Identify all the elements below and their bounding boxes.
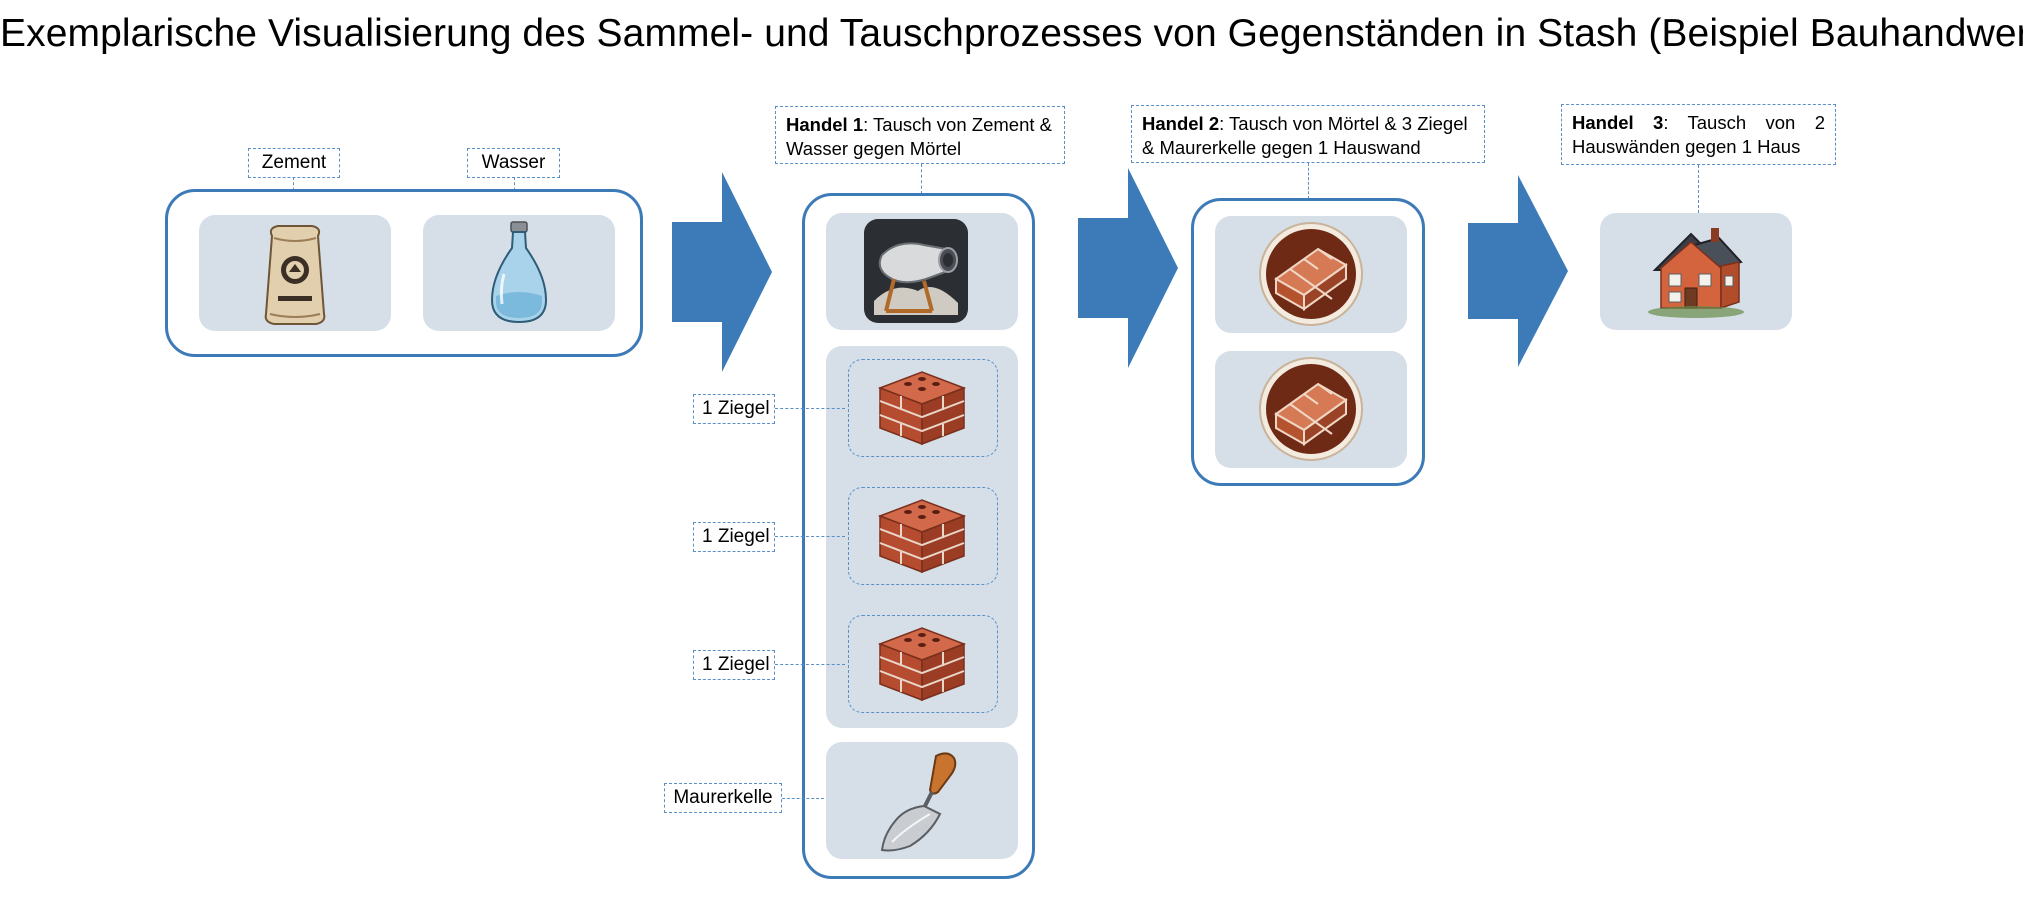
connector-maurerkelle [782,798,824,799]
label-ziegel-2: 1 Ziegel [693,522,775,552]
trowel-icon [880,752,957,852]
label-zement: Zement [248,148,340,178]
tile-zement [199,215,391,331]
trade-2-name: Handel 2 [1142,113,1220,134]
trade-1-box: Handel 1: Tausch von Zement & Wasser geg… [775,106,1065,164]
trade-2-text: : Tausch von Mörtel & 3 Ziegel & Maurerk… [1142,113,1468,158]
trade-3-name: Handel 3 [1572,112,1664,133]
ziegel-slot-2 [848,487,998,585]
group-trade-2-items [1191,198,1425,486]
tile-hauswand-1 [1215,216,1407,333]
label-wasser: Wasser [467,148,560,178]
connector-ziegel-2 [775,536,845,537]
group-raw-materials [165,189,643,357]
connector-ziegel-3 [775,664,845,665]
connector-trade-2 [1308,163,1309,199]
connector-trade-1 [921,164,922,194]
connector-ziegel-1 [775,408,845,409]
tile-ziegel-group [826,346,1018,728]
brick-stack-icon [877,499,967,574]
trade-2-box: Handel 2: Tausch von Mörtel & 3 Ziegel &… [1131,105,1485,163]
trade-1-text: : Tausch von Zement & Wasser gegen Mörte… [786,114,1052,159]
diagram-title: Exemplarische Visualisierung des Sammel-… [0,12,2023,55]
water-bottle-icon [490,221,548,324]
brick-stack-icon [877,627,967,702]
ziegel-slot-3 [848,615,998,713]
group-trade-1-items [802,193,1035,879]
connector-trade-3 [1698,165,1699,213]
trade-3-box: Handel 3: Tausch von 2 Hauswänden gegen … [1561,104,1836,165]
tile-maurerkelle [826,742,1018,859]
label-ziegel-3: 1 Ziegel [693,650,775,680]
arrow-2-icon [1078,168,1178,368]
cement-bag-icon [264,225,326,325]
arrow-1-icon [672,172,772,372]
brick-stack-icon [877,371,967,446]
trade-1-name: Handel 1 [786,114,864,135]
label-ziegel-1: 1 Ziegel [693,394,775,424]
house-icon [1648,228,1744,318]
tile-wasser [423,215,615,331]
cement-mixer-icon [864,219,968,323]
trade-3-text: : Tausch von 2 Hauswänden gegen 1 Haus [1572,112,1825,157]
tile-moertel [826,213,1018,330]
brick-wall-icon [1259,357,1363,461]
label-maurerkelle: Maurerkelle [664,783,782,813]
brick-wall-icon [1259,222,1363,326]
ziegel-slot-1 [848,359,998,457]
tile-haus [1600,213,1792,330]
tile-hauswand-2 [1215,351,1407,468]
arrow-3-icon [1468,175,1568,367]
